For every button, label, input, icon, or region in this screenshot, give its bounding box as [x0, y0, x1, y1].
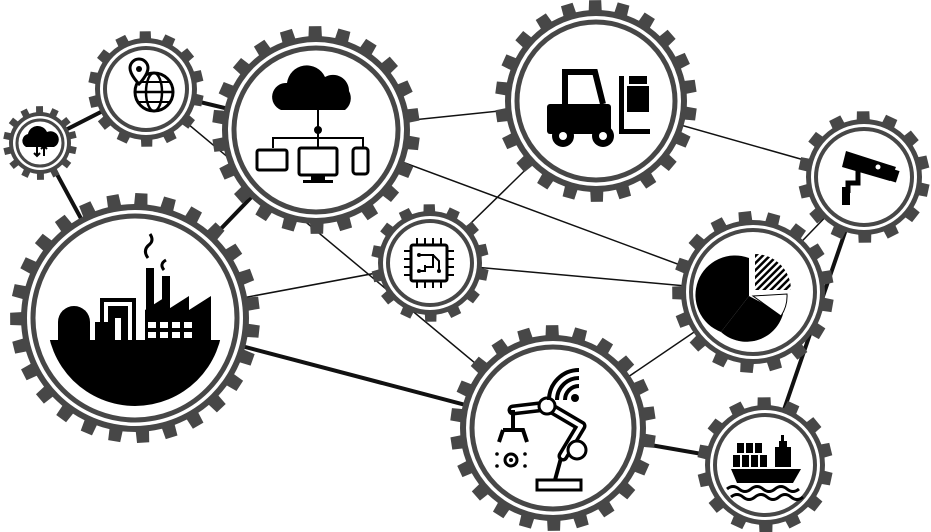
- forklift-icon: [547, 69, 650, 147]
- gear-node-forklift: [495, 0, 697, 202]
- globe-location-icon: [128, 57, 175, 113]
- gear-node-cctv: [798, 111, 930, 243]
- pie-chart-icon: [695, 254, 791, 342]
- gear-inner-ring: [514, 19, 678, 183]
- gear-inner-ring: [469, 344, 637, 512]
- cctv-camera-icon: [842, 151, 900, 205]
- gear-inner-ring: [814, 127, 914, 227]
- microchip-icon: [404, 238, 454, 288]
- cloud-network-icon: [255, 65, 370, 183]
- cloud-download-icon: [22, 125, 59, 158]
- cargo-ship-icon: [726, 435, 804, 501]
- robot-arm-icon: [495, 368, 588, 492]
- gear-node-robot-arm: [450, 325, 656, 531]
